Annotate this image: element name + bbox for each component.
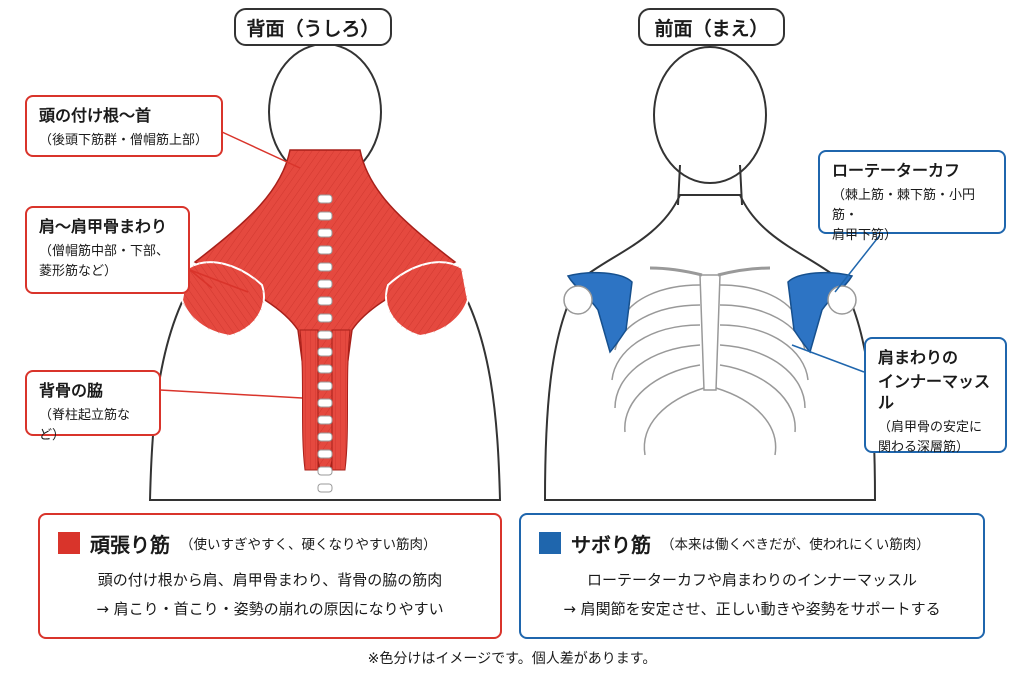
callout-inner-muscle-title-1: 肩まわりの — [878, 348, 959, 367]
legend-underused-line-1: ローテーターカフや肩まわりのインナーマッスル — [586, 571, 917, 589]
legend-overworked-line-1: 頭の付け根から肩、肩甲骨まわり、背骨の脇の筋肉 — [97, 571, 443, 589]
callout-spine-title: 背骨の脇 — [39, 381, 104, 400]
legend-overworked-line-2: → 肩こり・首こり・姿勢の崩れの原因になりやすい — [96, 600, 444, 618]
legend-underused-desc: （本来は働くべきだが、使われにくい筋肉） — [661, 537, 930, 553]
front-head — [653, 46, 767, 184]
callout-inner-muscle: 肩まわりの インナーマッスル （肩甲骨の安定に 関わる深層筋） — [864, 337, 1007, 455]
callout-shoulder-blade-sub-1: （僧帽筋中部・下部、 — [39, 243, 170, 259]
callout-leaders — [159, 131, 881, 399]
underused-swatch — [539, 532, 561, 554]
legend-underused: サボり筋 （本来は働くべきだが、使われにくい筋肉） ローテーターカフや肩まわりの… — [519, 513, 985, 639]
callout-neck-title: 頭の付け根〜首 — [39, 106, 152, 125]
callout-rotator-cuff: ローテーターカフ （棘上筋・棘下筋・小円筋・ 肩甲下筋） — [818, 150, 1006, 243]
callout-inner-muscle-sub-2: 関わる深層筋） — [878, 439, 970, 455]
legend-overworked-title: 頑張り筋 — [90, 532, 170, 557]
callout-neck: 頭の付け根〜首 （後頭下筋群・僧帽筋上部） — [25, 95, 223, 157]
callout-shoulder-blade-title: 肩〜肩甲骨まわり — [39, 217, 168, 236]
callout-inner-muscle-sub-1: （肩甲骨の安定に — [878, 419, 983, 435]
front-view-title: 前面（まえ） — [638, 8, 785, 46]
legend-overworked-desc: （使いすぎやすく、硬くなりやすい筋肉） — [180, 537, 437, 553]
callout-spine: 背骨の脇 （脊柱起立筋など） — [25, 370, 161, 443]
callout-rotator-cuff-title: ローテーターカフ — [832, 161, 961, 180]
footnote: ※色分けはイメージです。個人差があります。 — [367, 651, 657, 667]
front-view-title-text: 前面（まえ） — [654, 17, 769, 40]
callout-spine-sub: （脊柱起立筋など） — [39, 407, 131, 443]
callout-shoulder-blade-sub-2: 菱形筋など） — [39, 263, 118, 279]
back-view-title-text: 背面（うしろ） — [246, 17, 380, 40]
callout-inner-muscle-title-2: インナーマッスル — [878, 371, 991, 413]
legend-underused-title: サボり筋 — [571, 532, 651, 557]
back-view-title: 背面（うしろ） — [234, 8, 392, 46]
legend-underused-line-2: → 肩関節を安定させ、正しい動きや姿勢をサポートする — [563, 600, 941, 618]
overworked-swatch — [58, 532, 80, 554]
callout-rotator-cuff-sub-2: 肩甲下筋） — [832, 227, 898, 243]
callout-rotator-cuff-sub-1: （棘上筋・棘下筋・小円筋・ — [832, 187, 976, 223]
callout-shoulder-blade: 肩〜肩甲骨まわり （僧帽筋中部・下部、 菱形筋など） — [25, 206, 190, 294]
legend-overworked: 頑張り筋 （使いすぎやすく、硬くなりやすい筋肉） 頭の付け根から肩、肩甲骨まわり… — [38, 513, 502, 639]
callout-neck-sub: （後頭下筋群・僧帽筋上部） — [39, 132, 209, 148]
spine — [317, 194, 333, 493]
